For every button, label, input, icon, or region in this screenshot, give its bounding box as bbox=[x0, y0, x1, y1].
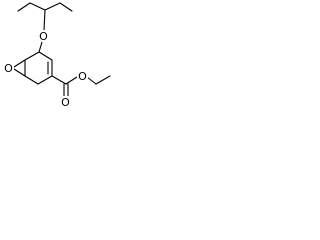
pentyl-group bbox=[17, 2, 73, 31]
bond-ring-c1-c2 bbox=[24, 51, 40, 61]
epoxide-oxygen-background bbox=[3, 62, 14, 74]
bond-ethyl-terminal bbox=[95, 75, 111, 85]
bond-carbonyl-to-oxygen bbox=[65, 76, 78, 85]
ether-oxygen-label: O bbox=[39, 30, 48, 43]
bond-ring-c6-c1 bbox=[38, 51, 53, 61]
ester-oxygen-background bbox=[77, 70, 88, 82]
ether-oxygen-background bbox=[38, 30, 49, 42]
bond-epoxide-lower bbox=[13, 68, 26, 77]
bond-epoxide-upper bbox=[13, 59, 26, 68]
bond-ethyl-a-inner bbox=[29, 2, 46, 11]
bond-pentyl-to-oxygen bbox=[43, 9, 46, 31]
atom-labels: O O O O bbox=[3, 30, 88, 109]
cyclohexene-ring bbox=[24, 41, 53, 85]
bond-ring-to-carbonyl bbox=[51, 75, 67, 85]
molecular-structure-diagram: O O O O bbox=[3, 2, 111, 109]
carbonyl-oxygen-label: O bbox=[61, 96, 70, 109]
epoxide-ring bbox=[13, 59, 26, 77]
epoxide-oxygen-label: O bbox=[4, 62, 13, 75]
bond-oxygen-to-ring bbox=[38, 41, 43, 53]
bond-ring-c3-c4 bbox=[24, 75, 39, 85]
bond-ethyl-b-inner bbox=[44, 2, 61, 11]
bond-ethyl-a-terminal bbox=[17, 2, 31, 12]
ethyl-ester-group bbox=[51, 75, 111, 97]
carbonyl-oxygen-background bbox=[60, 96, 71, 108]
bond-ring-c4-c5 bbox=[37, 75, 53, 85]
ester-oxygen-label: O bbox=[78, 70, 87, 83]
bond-ethyl-b-terminal bbox=[59, 2, 73, 12]
bond-oxygen-to-ethyl bbox=[86, 76, 97, 85]
